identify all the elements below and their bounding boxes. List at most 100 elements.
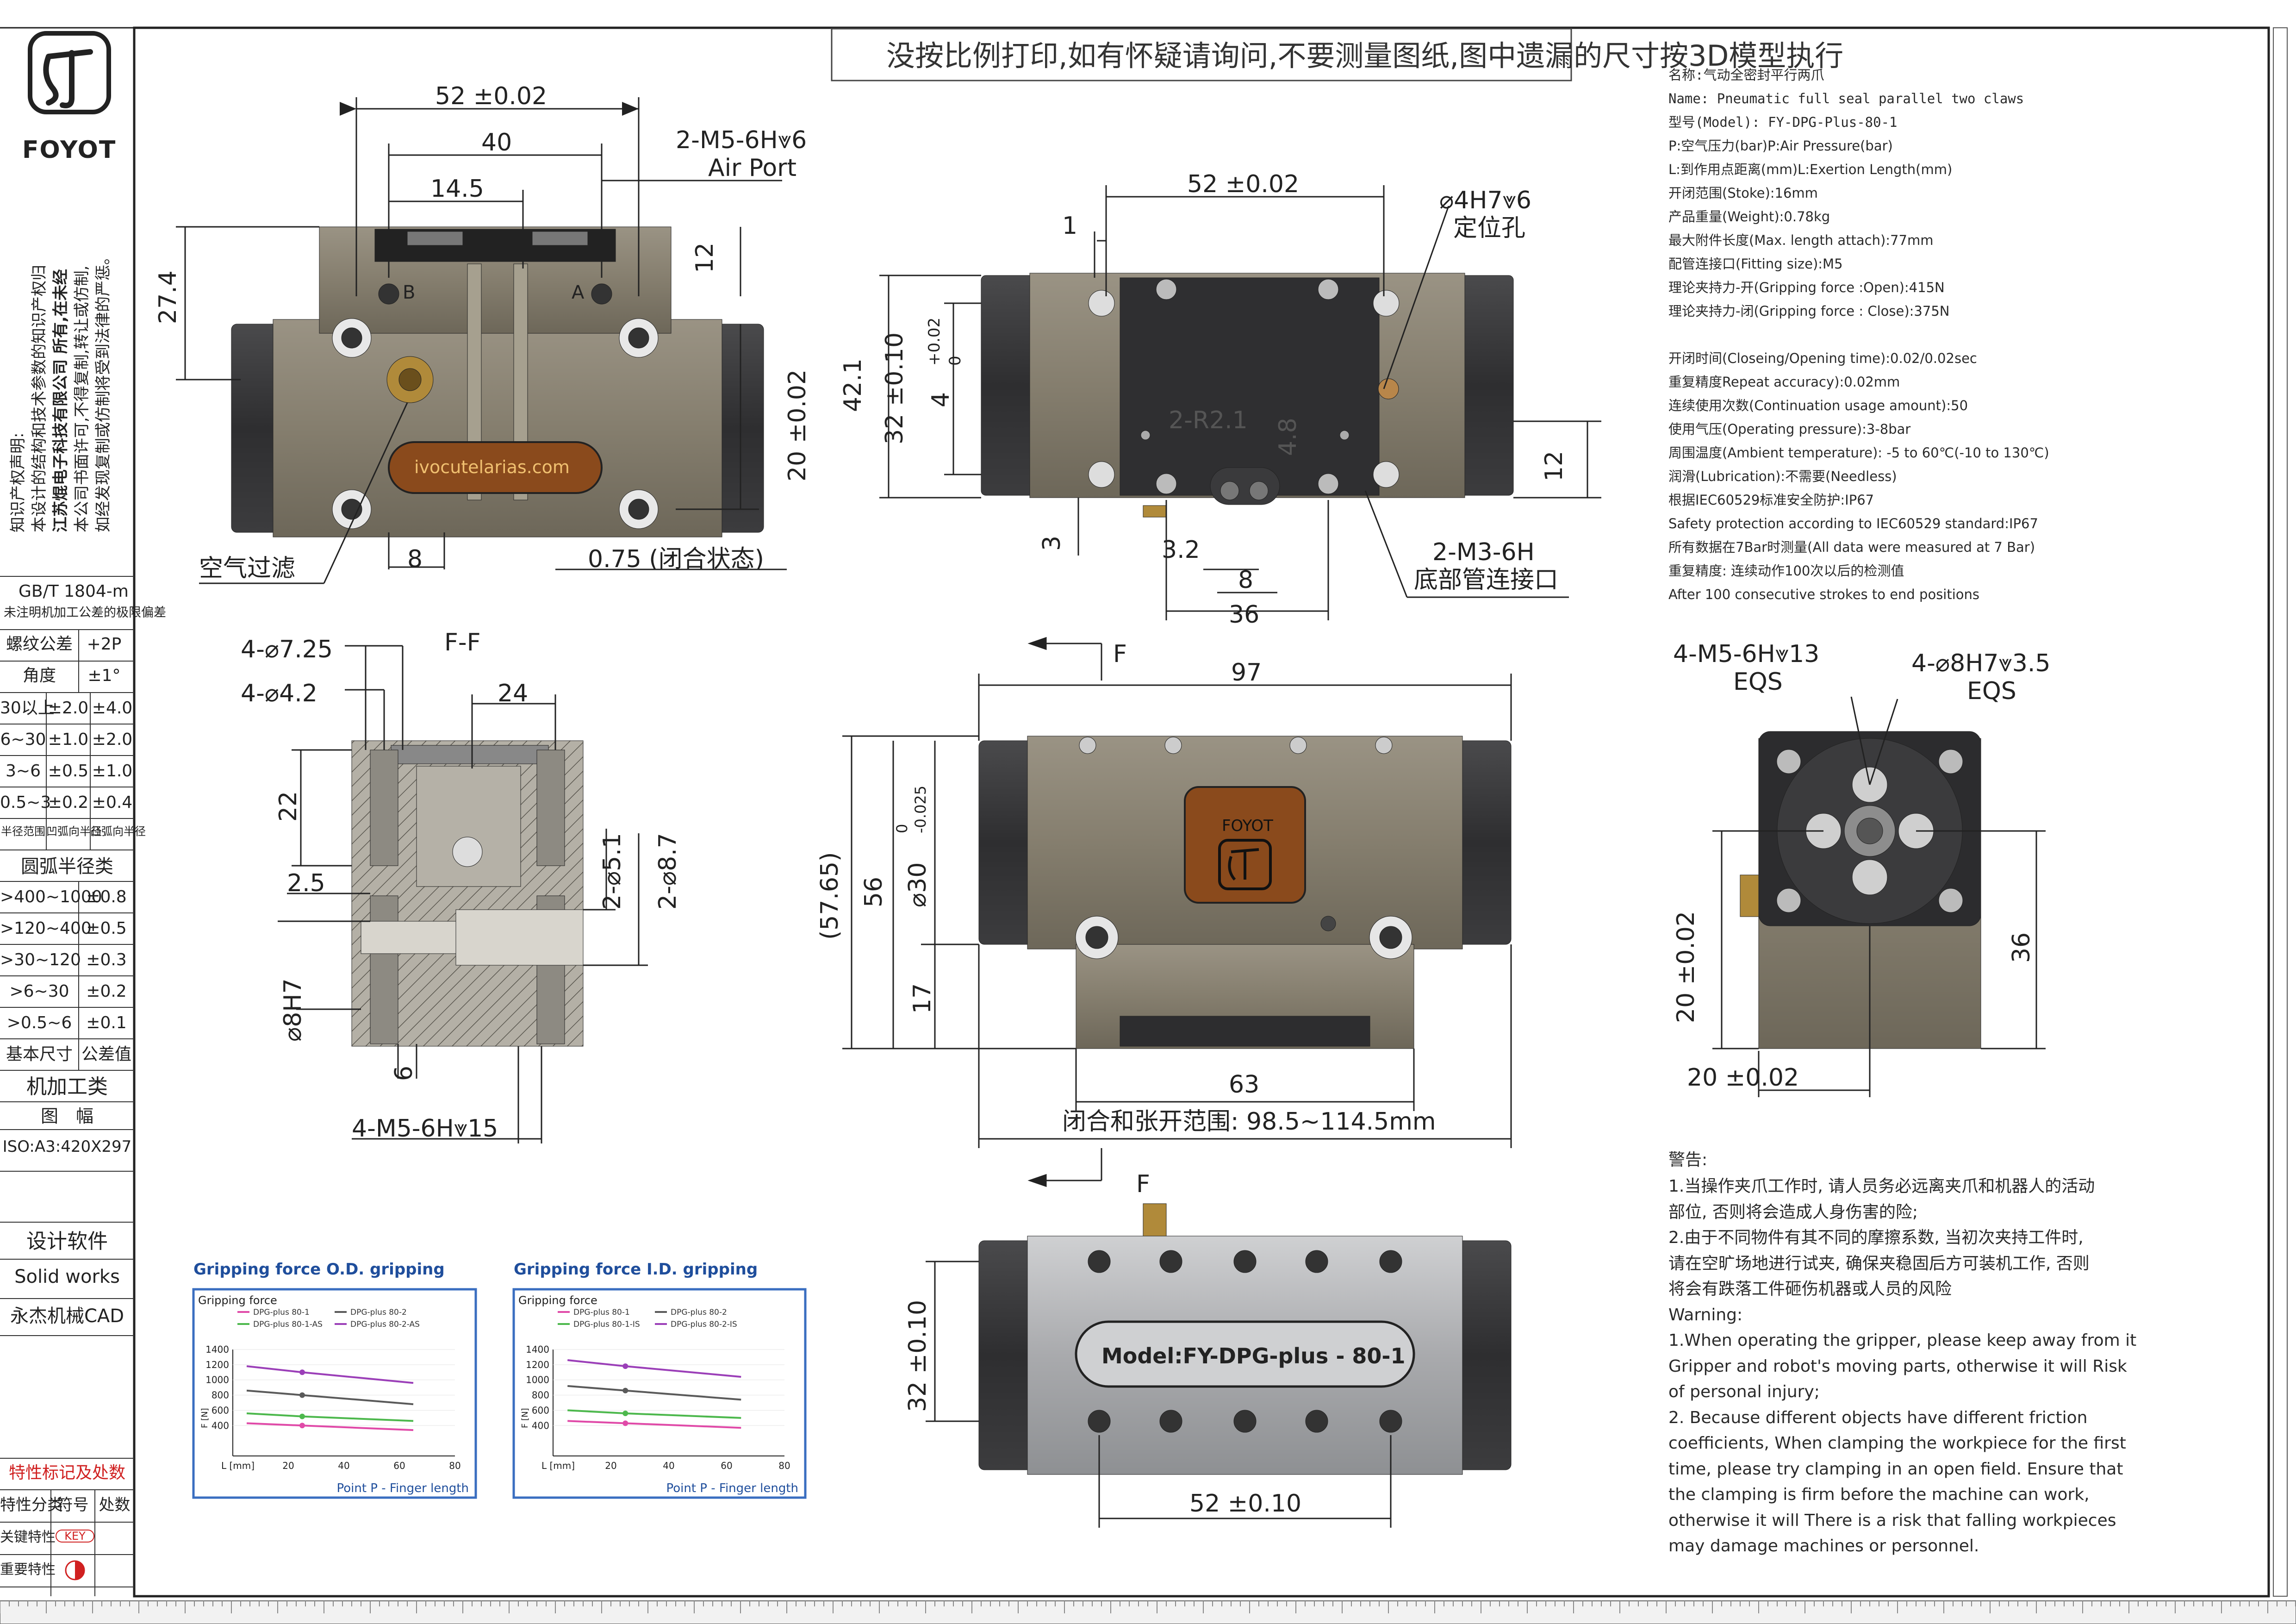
y-tick-label: 1000 — [526, 1374, 549, 1386]
radius-range: >0.5~6 — [6, 1013, 72, 1032]
y-tick-label: 1400 — [526, 1344, 549, 1355]
radius-range: >120~400 — [0, 919, 92, 938]
grid-cell: ±0.4 — [92, 793, 133, 812]
data-point — [299, 1413, 305, 1419]
warning-line: of personal injury; — [1668, 1382, 1820, 1401]
section-dim-725: 4-⌀7.25 — [241, 636, 333, 663]
top-view — [981, 273, 1514, 518]
y-axis-label: F [N] — [520, 1408, 530, 1428]
software-value: Solid works — [14, 1266, 120, 1287]
x-axis-caption: Point P - Finger length — [336, 1481, 469, 1495]
warning-line: the clamping is firm before the machine … — [1668, 1485, 2090, 1504]
chart-od-title: Gripping force O.D. gripping — [193, 1260, 445, 1279]
warning-line: Warning: — [1668, 1305, 1743, 1324]
tolerance-value: ±1° — [87, 666, 121, 685]
section-dim-51: 2-⌀5.1 — [598, 833, 626, 910]
main-dims — [842, 637, 1512, 1187]
side-labels: 4-M5-6H⩔13 EQS 4-⌀8H7⩔3.5 EQS 20 ±0.02 3… — [1672, 640, 2050, 1092]
spec-line: 润滑(Lubrication):不需要(Needless) — [1668, 468, 1897, 484]
badge-logo-icon — [1218, 839, 1272, 890]
top-dim-12: 12 — [1540, 451, 1568, 481]
x-tick-label: 40 — [663, 1460, 674, 1471]
side-dim-20v: 20 ±0.02 — [1672, 911, 1700, 1023]
spec-line: 连续使用次数(Continuation usage amount):50 — [1668, 398, 1968, 413]
grid-cell: ±2.0 — [92, 730, 133, 749]
marks-col: 处数 — [99, 1496, 131, 1514]
data-point — [299, 1392, 305, 1398]
standard-label: GB/T 1804-m — [19, 582, 129, 601]
spec-line: 根据IEC60529标准安全防护:IP67 — [1668, 492, 1874, 508]
tolerance-label: 角度 — [22, 666, 56, 685]
port-a: A — [572, 282, 585, 303]
bottom-dims — [926, 1261, 1392, 1528]
radius-value: ±0.3 — [86, 950, 127, 969]
front-view-dims — [176, 97, 787, 584]
bottom-view — [978, 1203, 1512, 1475]
top-callout-locate: 定位孔 — [1453, 214, 1525, 242]
y-tick-label: 1200 — [526, 1359, 549, 1370]
warning-line: time, please try clamping in an open fie… — [1668, 1459, 2123, 1479]
top-dim-52: 52 ±0.02 — [1187, 170, 1299, 198]
main-dim-56: 56 — [860, 877, 888, 907]
main-view — [978, 736, 1512, 1049]
spec-line: Safety protection according to IEC60529 … — [1668, 516, 2038, 531]
warning-line: Gripper and robot's moving parts, otherw… — [1668, 1356, 2127, 1376]
bottom-dim-32: 32 ±0.10 — [904, 1300, 932, 1412]
company-label: 永杰机械CAD — [10, 1305, 124, 1327]
radius-value: 公差值 — [81, 1045, 131, 1064]
section-dim-8h7: ⌀8H7 — [279, 978, 307, 1042]
marks-row: 重要特性 — [0, 1562, 56, 1578]
grid-cell: ±1.0 — [48, 730, 89, 749]
legend-entry: DPG-plus 80-1 — [253, 1308, 310, 1317]
section-labels: F-F 4-⌀7.25 4-⌀4.2 24 22 2.5 2-⌀5.1 2-⌀8… — [241, 629, 682, 1143]
foyot-logo-icon — [28, 31, 111, 114]
y-tick-label: 800 — [532, 1390, 549, 1401]
section-title: F-F — [444, 629, 481, 656]
top-dim-32b: 3.2 — [1162, 536, 1200, 564]
data-point — [622, 1363, 628, 1369]
grid-cell: 6~30 — [0, 730, 46, 749]
series-line — [567, 1409, 741, 1419]
top-dim-tol-zero: 0 — [946, 356, 964, 366]
x-tick-label: 40 — [338, 1460, 349, 1471]
side-dims — [1712, 696, 2046, 1097]
front-callout-filter: 空气过滤 — [199, 555, 295, 582]
y-tick-label: 400 — [212, 1420, 229, 1431]
legend-entry: DPG-plus 80-1-AS — [253, 1320, 323, 1329]
spec-line: Name: Pneumatic full seal parallel two c… — [1668, 91, 2024, 106]
front-dim-14-5: 14.5 — [430, 175, 484, 203]
main-dim-63: 63 — [1229, 1071, 1259, 1099]
front-dim-52: 52 ±0.02 — [435, 82, 547, 110]
side-dim-36: 36 — [2008, 932, 2035, 963]
radius-value: ±0.5 — [86, 919, 127, 938]
radius-range: >6~30 — [9, 982, 69, 1001]
spec-line: 理论夹持力-开(Gripping force :Open):415N — [1668, 280, 1945, 295]
marks-row: 关键特性 — [0, 1529, 56, 1545]
main-dim-30: ⌀30 — [904, 862, 932, 907]
side-view — [1740, 731, 1981, 1049]
radius-value: ±0.1 — [86, 1013, 127, 1032]
tolerance-label: 螺纹公差 — [6, 635, 73, 654]
grid-cell: ±0.5 — [48, 762, 89, 781]
chart-subtitle: Gripping force — [518, 1294, 597, 1307]
grid-cell: 半径范围 — [1, 825, 45, 838]
x-axis-label: L [mm] — [541, 1460, 575, 1471]
machining-label: 机加工类 — [26, 1075, 108, 1099]
spec-line: 理论夹持力-闭(Gripping force : Close):375N — [1668, 303, 1950, 319]
side-callout-8h7: 4-⌀8H7⩔3.5 — [1911, 650, 2050, 677]
tolerance-value: +2P — [87, 635, 122, 654]
grid-cell: 0.5~3 — [0, 793, 51, 812]
main-labels: 97 (57.65) 56 ⌀30 0 -0.025 17 63 闭合和张开范围… — [816, 640, 1436, 1198]
y-tick-label: 600 — [532, 1405, 549, 1416]
section-dim-25: 2.5 — [287, 869, 325, 897]
legend-entry: DPG-plus 80-2 — [671, 1308, 727, 1317]
main-dim-97: 97 — [1231, 659, 1262, 687]
grid-cell: 3~6 — [6, 762, 41, 781]
spec-line: 所有数据在7Bar时测量(All data were measured at 7… — [1668, 539, 2035, 555]
top-callout-r21: 2-R2.1 — [1169, 406, 1248, 434]
top-dim-32: 32 ±0.10 — [881, 332, 908, 444]
standard-note: 未注明机加工公差的极限偏差 — [4, 606, 166, 620]
spec-line: P:空气压力(bar)P:Air Pressure(bar) — [1668, 138, 1893, 154]
